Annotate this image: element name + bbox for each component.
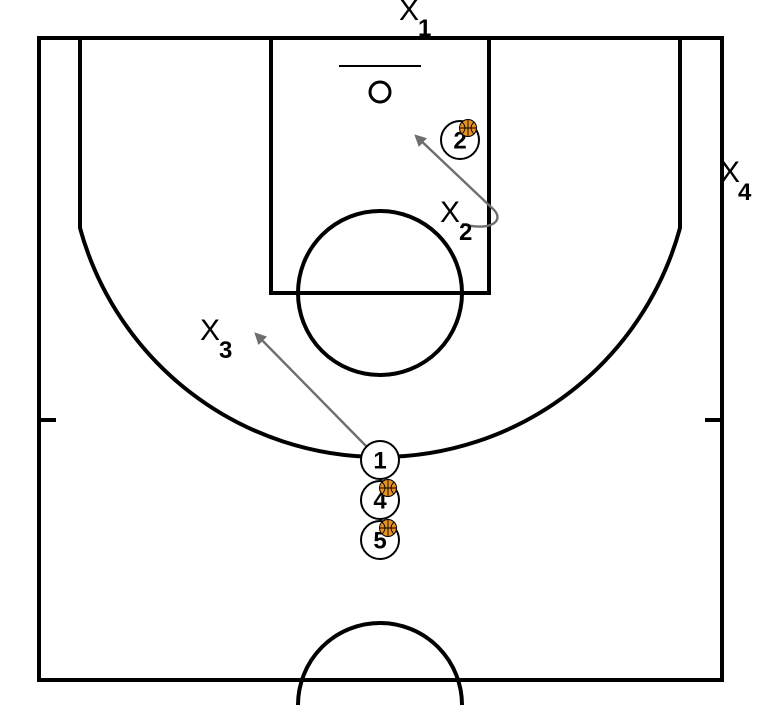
defender-x3: X 3 <box>200 314 232 364</box>
center-circle <box>296 621 464 706</box>
free-throw-lane <box>269 36 491 295</box>
basket-ring-icon <box>368 80 392 104</box>
defender-x3-letter: X <box>200 314 220 347</box>
defender-x4-letter: X <box>720 156 740 189</box>
basketball-icon <box>459 119 477 137</box>
player-1-number: 1 <box>373 448 386 475</box>
defender-x4: X 4 <box>720 156 752 206</box>
player-5: 5 <box>360 519 400 560</box>
basketball-icon <box>379 519 397 537</box>
defender-x2: X 2 <box>440 196 472 246</box>
player-1: 1 <box>360 440 400 480</box>
defender-x2-number: 2 <box>459 219 472 246</box>
o1-movement-arrow <box>254 332 367 447</box>
x2-movement-arrow <box>414 134 499 228</box>
defender-x1: X 1 <box>399 0 431 42</box>
defender-x1-letter: X <box>399 0 419 27</box>
player-2: 2 <box>440 119 480 160</box>
defender-x3-number: 3 <box>219 337 232 364</box>
free-throw-circle <box>296 209 464 377</box>
court-boundary <box>37 36 724 682</box>
defender-x1-number: 1 <box>418 15 431 42</box>
player-4: 4 <box>360 479 400 520</box>
basketball-icon <box>379 479 397 497</box>
defender-x2-letter: X <box>440 196 460 229</box>
defender-x4-number: 4 <box>738 179 752 206</box>
